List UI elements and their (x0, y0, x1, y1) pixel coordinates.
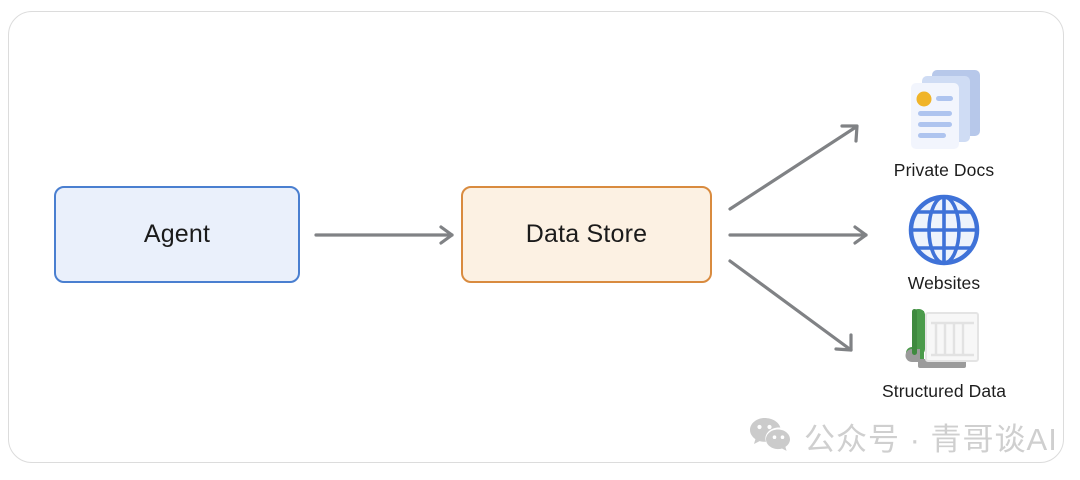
wechat-logo-icon (748, 416, 792, 457)
node-data-store-label: Data Store (525, 220, 648, 248)
node-data-store[interactable]: Data Store (461, 186, 712, 283)
source-websites-label: Websites (907, 273, 981, 293)
source-private-docs-label: Private Docs (893, 160, 995, 180)
source-private-docs[interactable]: Private Docs (844, 62, 1044, 181)
node-agent-label: Agent (143, 220, 211, 248)
globe-icon (844, 189, 1044, 271)
node-agent[interactable]: Agent (54, 186, 300, 283)
source-structured-data[interactable]: Structured Data (844, 303, 1044, 402)
watermark: 公众号 · 青哥谈AI (748, 414, 1058, 459)
documents-stack-icon (844, 62, 1044, 158)
spreadsheet-roll-icon (844, 303, 1044, 379)
source-websites[interactable]: Websites (844, 189, 1044, 294)
watermark-text: 公众号 · 青哥谈AI (804, 422, 1058, 457)
source-structured-data-label: Structured Data (881, 381, 1007, 401)
